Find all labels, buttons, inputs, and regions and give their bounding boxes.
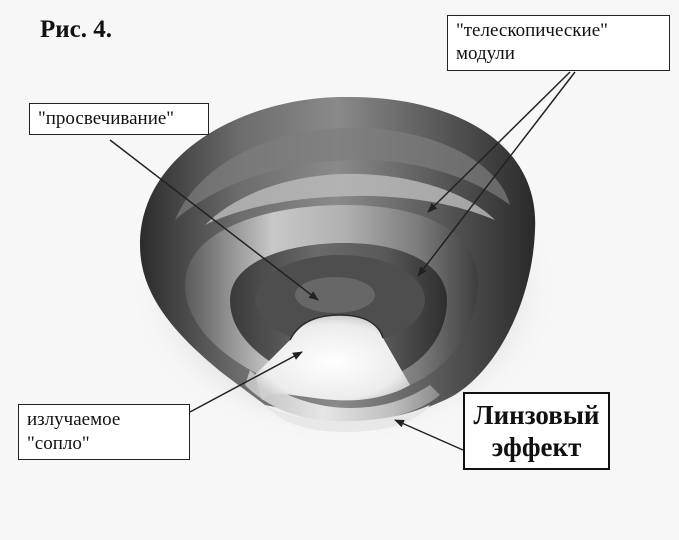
- label-emitted-nozzle: излучаемое "сопло": [18, 404, 190, 460]
- arrow-tele-upper: [427, 71, 571, 213]
- label-translucency-text: "просвечивание": [38, 108, 175, 129]
- arrow-tele-lower: [417, 71, 576, 277]
- translucent-spot: [295, 277, 375, 313]
- label-telescopic-line2: модули: [456, 43, 515, 64]
- label-nozzle-line2: "сопло": [27, 433, 90, 454]
- label-lens-effect: Линзовый эффект: [463, 392, 610, 470]
- opening-edge: [289, 314, 384, 341]
- label-telescopic-line1: "телескопические": [456, 20, 608, 41]
- arrow-lens: [394, 419, 464, 451]
- upper-rim-light: [205, 173, 495, 225]
- lens-glow: [265, 405, 430, 432]
- arrow-soplo: [189, 351, 303, 413]
- label-telescopic-modules: "телескопические" модули: [447, 15, 670, 71]
- label-nozzle-line1: излучаемое: [27, 409, 121, 430]
- arrow-prosvechivanie: [109, 139, 319, 301]
- upper-rim-band: [175, 127, 510, 220]
- label-lens-line1: Линзовый: [473, 400, 600, 430]
- label-lens-line2: эффект: [491, 432, 582, 462]
- lower-bright-band: [245, 370, 440, 422]
- emitted-nozzle-opening: [255, 315, 410, 401]
- label-translucency: "просвечивание": [29, 103, 209, 135]
- figure-title: Рис. 4.: [40, 16, 113, 43]
